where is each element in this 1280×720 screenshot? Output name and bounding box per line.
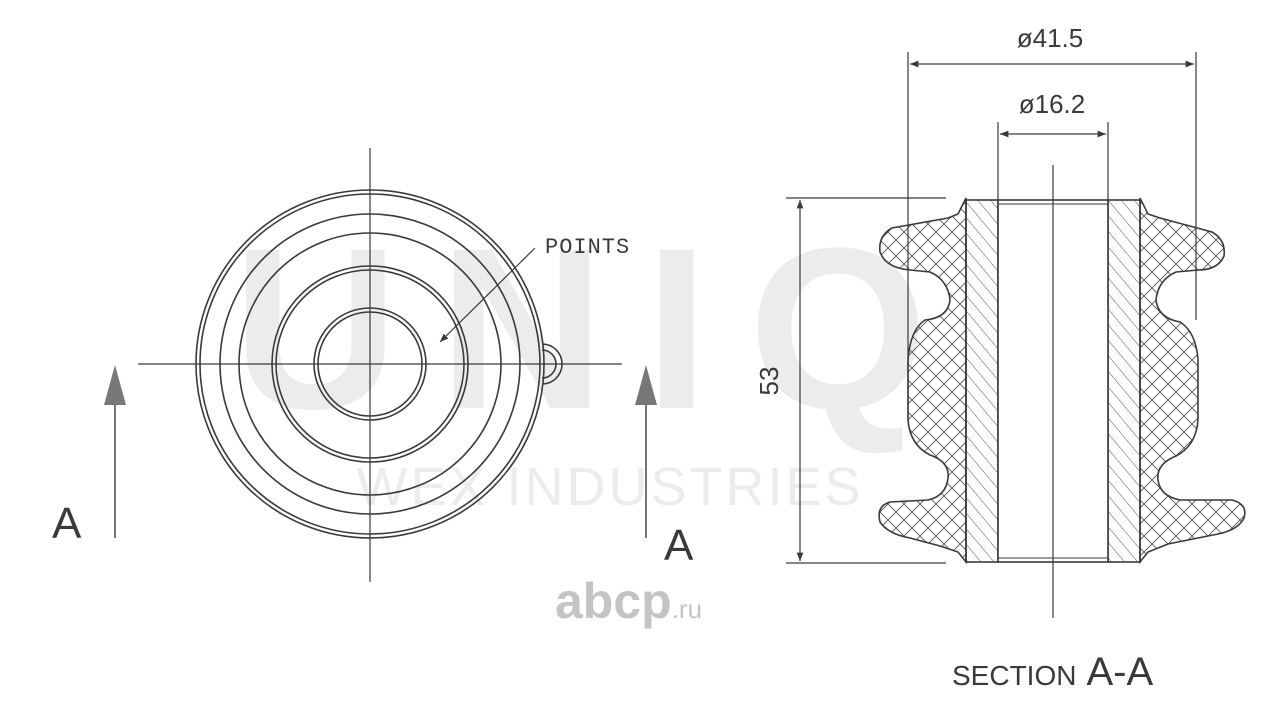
bore-inner: [317, 311, 423, 417]
points-callout-label: POINTS: [545, 235, 630, 260]
section-caption-id: A-A: [1086, 650, 1153, 694]
bore-outer: [313, 307, 427, 421]
section-arrow-left-head: [104, 365, 126, 405]
section-mark-right: A: [664, 521, 694, 570]
points-leader: [439, 247, 536, 343]
watermark-site-tld: .ru: [672, 594, 702, 624]
dim-inner-diameter-label: ø16.2: [1019, 89, 1086, 119]
front-view: [104, 148, 657, 582]
section-view: [878, 165, 1246, 618]
outer-ring-outer: [195, 189, 545, 539]
watermark-site-main: abcp: [555, 573, 672, 629]
section-caption: SECTION A-A: [952, 650, 1153, 694]
dimensions: [786, 52, 1197, 564]
watermark-brand: UNIQ: [233, 200, 968, 457]
dim-height-label: 53: [754, 367, 784, 396]
sleeve-ring-outer: [271, 265, 469, 463]
mid-ring: [238, 232, 502, 496]
flange-ring: [219, 213, 521, 515]
watermark-layer: UNIQ WEX INDUSTRIES abcp.ru: [233, 200, 968, 629]
section-mark-left: A: [52, 499, 82, 548]
sleeve-ring-inner: [275, 269, 465, 459]
outer-ring-inner: [199, 193, 541, 535]
metal-sleeve-right: [1107, 199, 1141, 563]
locator-nub-inner: [541, 349, 557, 379]
watermark-company: WEX INDUSTRIES: [356, 457, 863, 517]
section-arrow-right-head: [635, 365, 657, 405]
watermark-site: abcp.ru: [555, 573, 702, 629]
section-caption-prefix: SECTION: [952, 660, 1076, 691]
locator-nub: [541, 343, 563, 385]
rubber-body-right: [1139, 197, 1246, 565]
dim-outer-diameter-label: ø41.5: [1017, 23, 1084, 53]
metal-sleeve-left: [965, 199, 999, 563]
